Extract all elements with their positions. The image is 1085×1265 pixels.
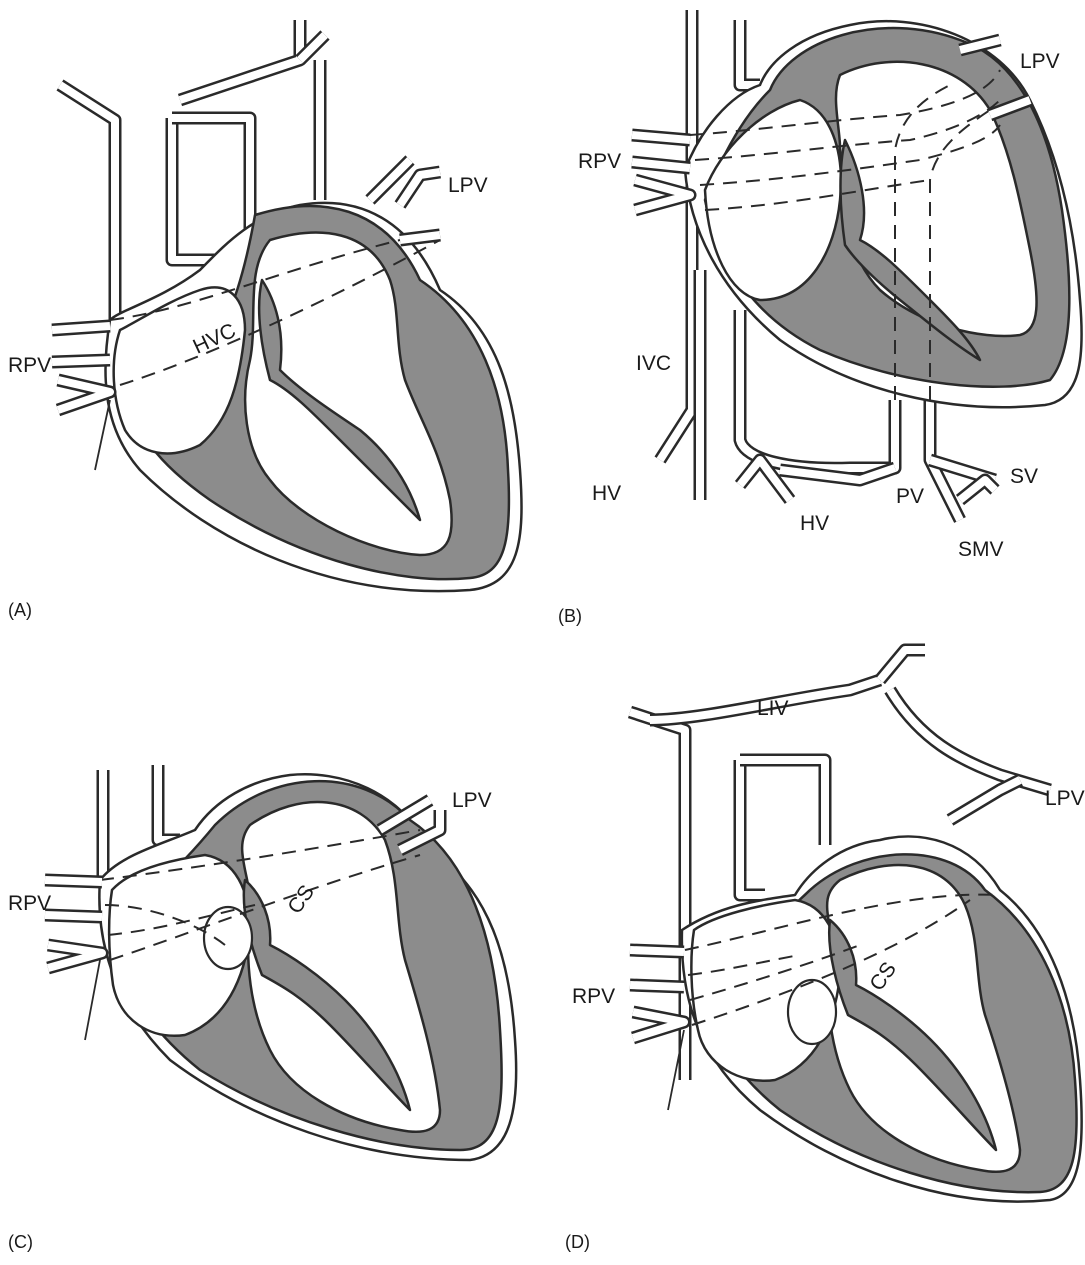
panel-b-rpv — [632, 135, 690, 210]
panel-b-rpv-label: RPV — [578, 150, 621, 173]
panel-d-coronary-sinus-ostium — [788, 980, 836, 1044]
panel-d: LIV LPV RPV CS (D) — [565, 650, 1085, 1252]
panel-b-sv-label: SV — [1010, 465, 1038, 488]
panel-c-caption: (C) — [8, 1232, 33, 1252]
panel-a-rpv-label: RPV — [8, 354, 51, 377]
panel-c-rpv — [45, 880, 102, 968]
panel-b-smv-label: SMV — [958, 538, 1004, 561]
panel-a: LPV RPV HVC (A) — [8, 20, 522, 620]
panel-d-lpv-label: LPV — [1045, 787, 1085, 810]
panel-c: LPV RPV CS (C) — [8, 765, 516, 1252]
panel-a-rpv — [52, 326, 110, 410]
panel-b-lpv-label: LPV — [1020, 50, 1060, 73]
panel-c-lpv-label: LPV — [452, 789, 492, 812]
panel-b-caption: (B) — [558, 606, 582, 626]
panel-a-caption: (A) — [8, 600, 32, 620]
panel-d-rpv-label: RPV — [572, 985, 615, 1008]
panel-c-rpv-label: RPV — [8, 892, 51, 915]
panel-d-rpv — [630, 950, 684, 1038]
panel-d-caption: (D) — [565, 1232, 590, 1252]
panel-b-ivc-label: IVC — [636, 352, 671, 375]
panel-a-lpv-label: LPV — [448, 174, 488, 197]
panel-b: LPV RPV IVC HV HV PV SV SMV (B) — [558, 10, 1082, 626]
panel-b-pv-label: PV — [896, 485, 924, 508]
panel-b-hv-right-label: HV — [800, 512, 829, 535]
panel-d-liv-label: LIV — [757, 697, 789, 720]
panel-b-hv-left-label: HV — [592, 482, 621, 505]
